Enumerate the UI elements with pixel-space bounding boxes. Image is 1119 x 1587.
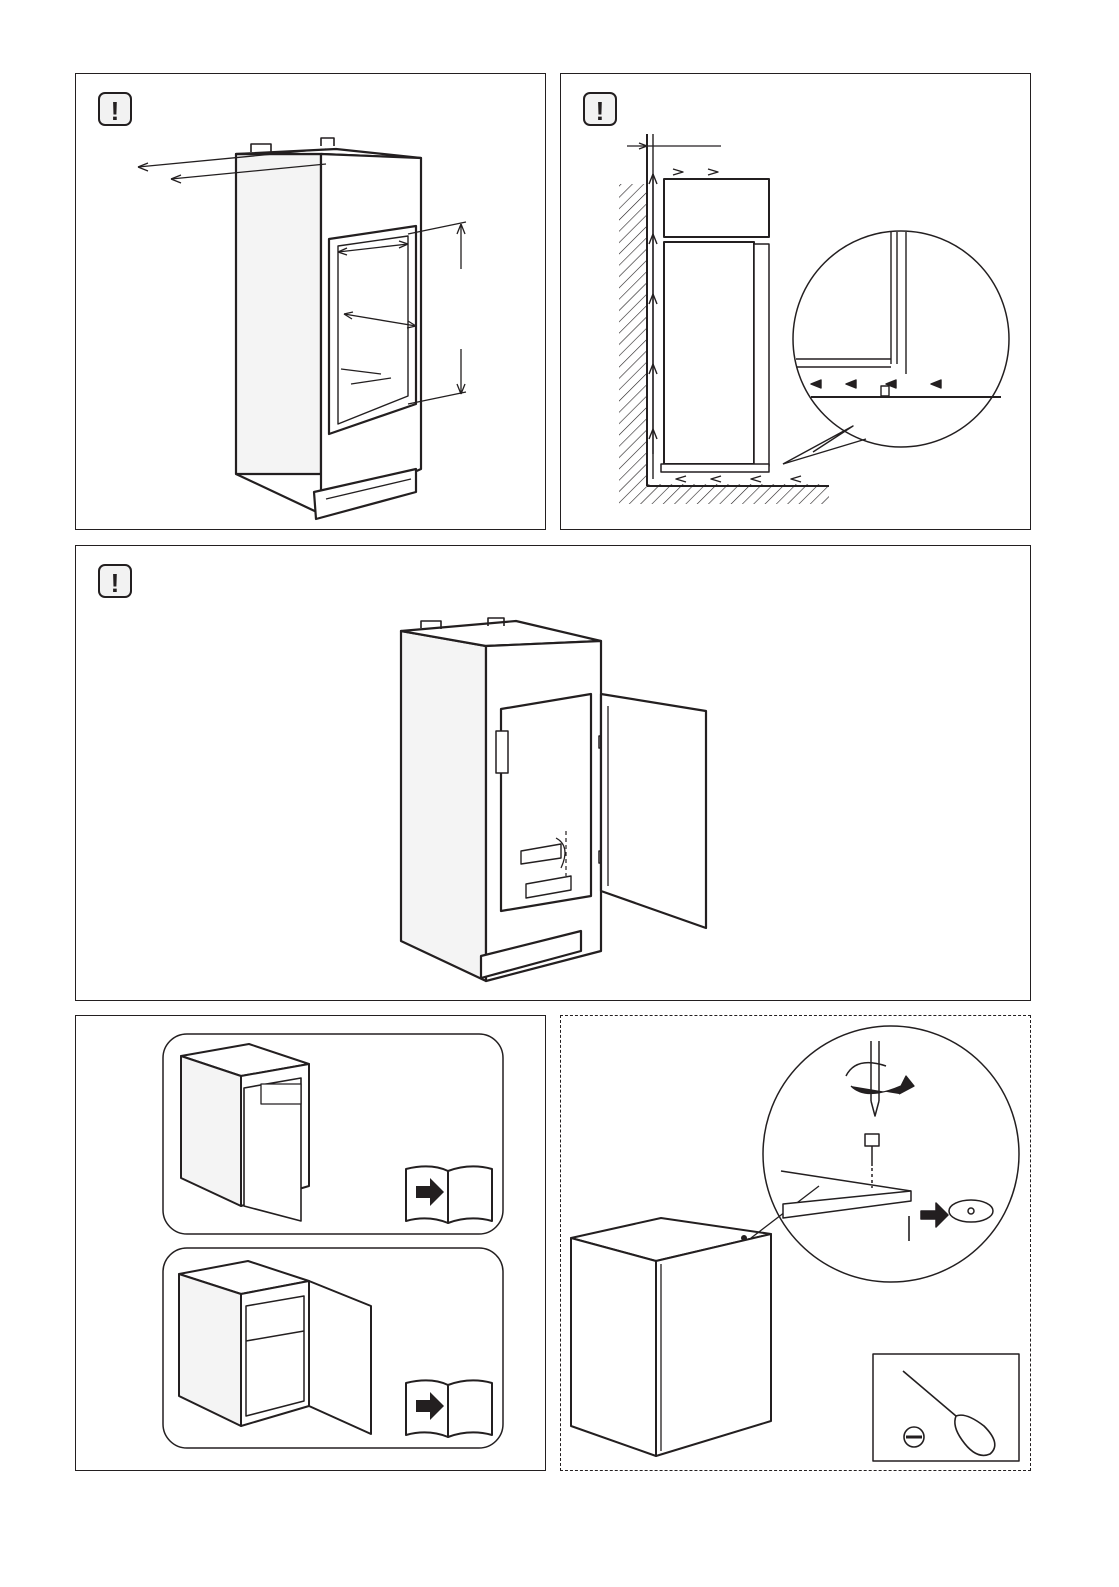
screw-removal-illustration bbox=[561, 1016, 1032, 1472]
manual-reference-icon bbox=[406, 1380, 492, 1437]
panel-screw-removal bbox=[560, 1015, 1031, 1471]
manual-reference-icon bbox=[406, 1166, 492, 1223]
door-reversal-illustrations bbox=[76, 1016, 547, 1472]
ventilation-illustration bbox=[561, 74, 1032, 531]
niche-cabinet-illustration bbox=[76, 74, 547, 531]
door-hinge-illustration bbox=[76, 546, 1032, 1002]
panel-ventilation: ! bbox=[560, 73, 1031, 530]
panel-niche-dimensions: ! bbox=[75, 73, 546, 530]
panel-door-reversal-refs bbox=[75, 1015, 546, 1471]
panel-door-hinge: ! bbox=[75, 545, 1031, 1001]
